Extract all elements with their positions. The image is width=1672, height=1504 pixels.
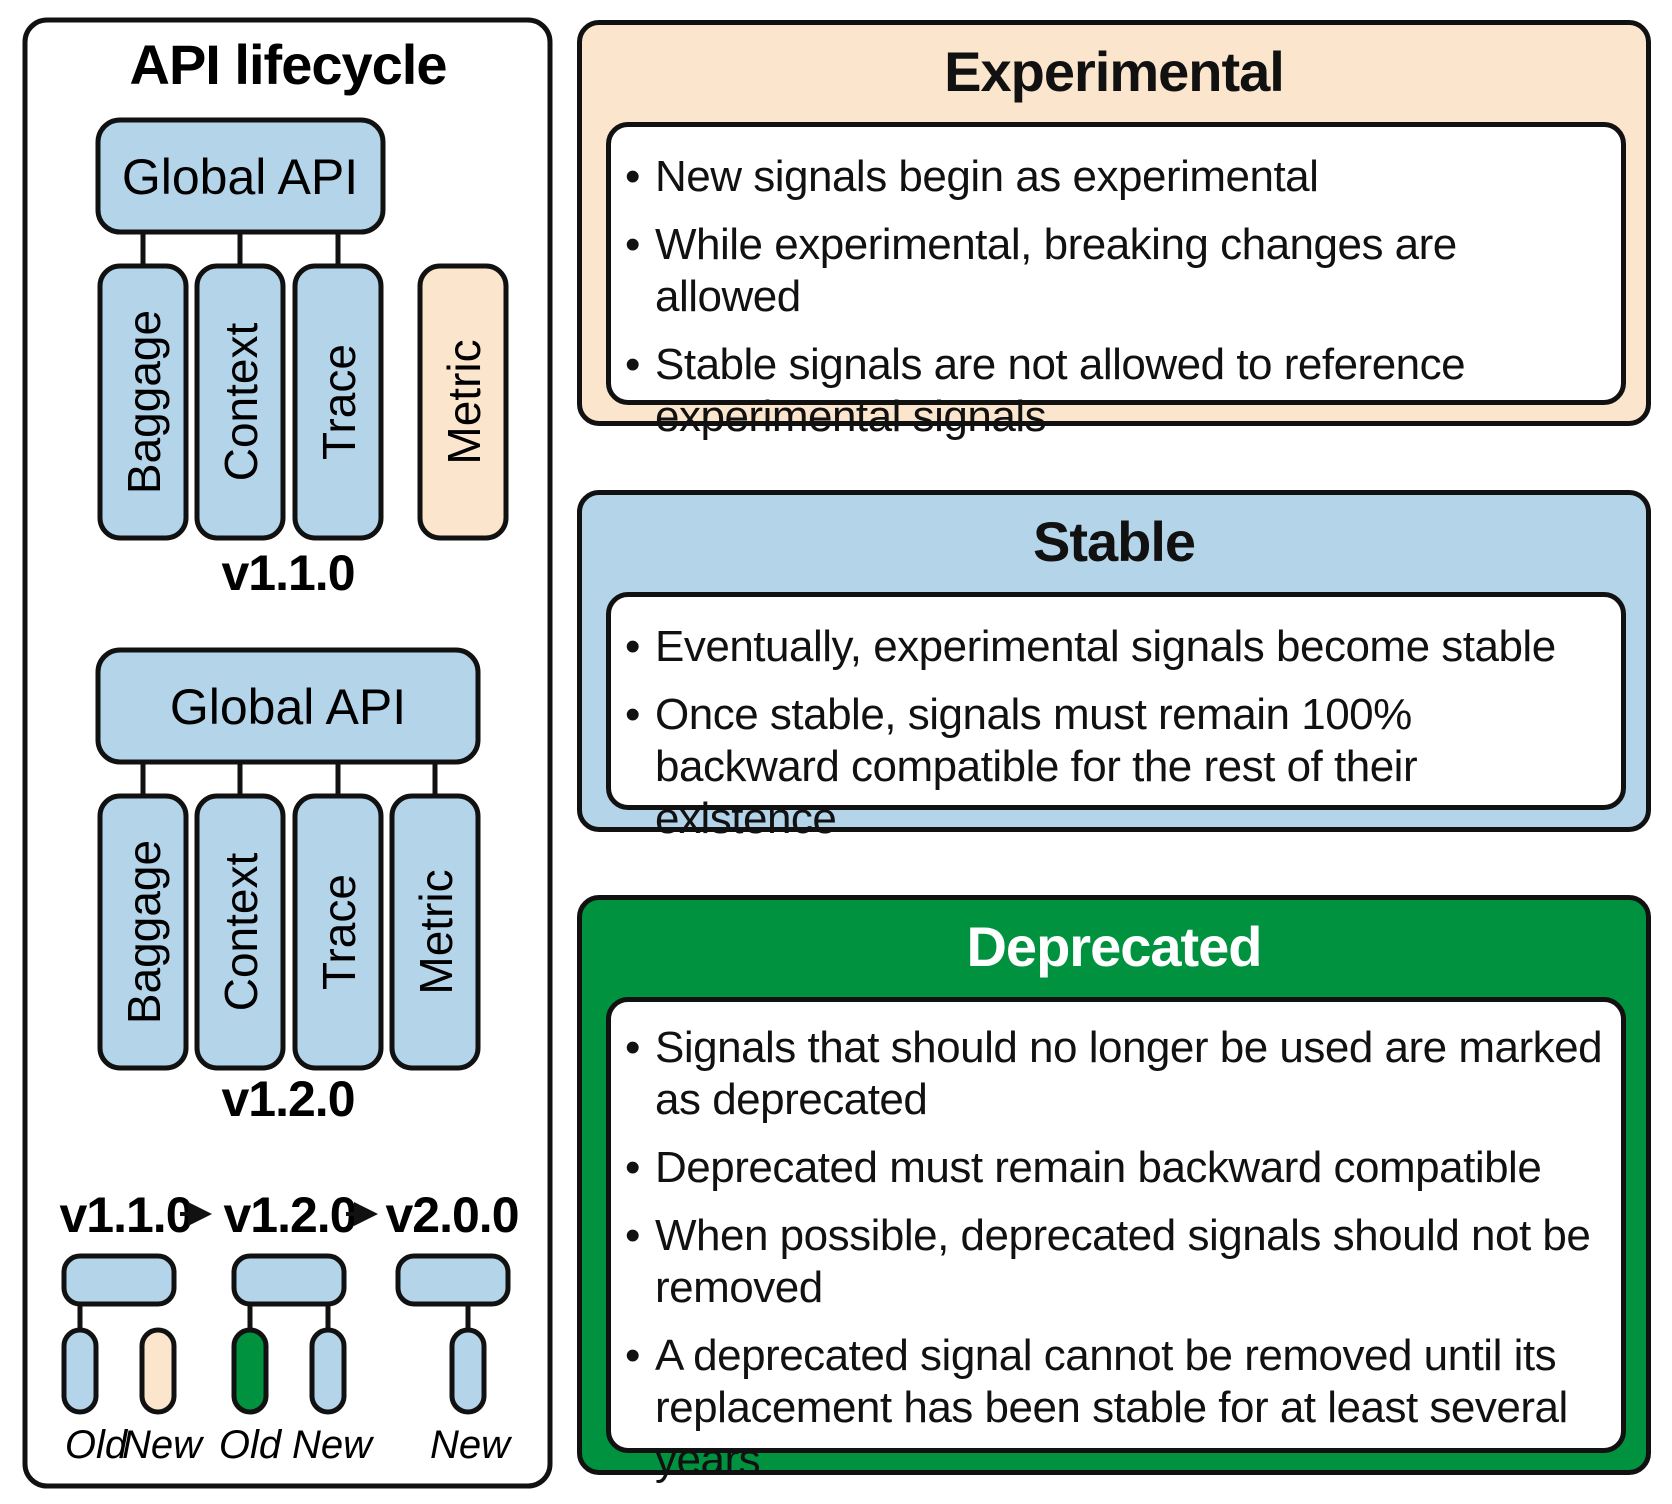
legend-new-signal-stable xyxy=(309,1327,347,1415)
legend-new-signal-experimental xyxy=(139,1327,177,1415)
stable-bullet-list: Eventually, experimental signals become … xyxy=(611,621,1601,845)
legend-version-v1-2-0: v1.2.0 xyxy=(223,1187,356,1243)
signal-label-metric: Metric xyxy=(438,339,490,464)
deprecated-details: Signals that should no longer be used ar… xyxy=(606,997,1626,1484)
global-api-box xyxy=(95,647,481,765)
signal-box-baggage xyxy=(97,263,189,541)
global-api-box xyxy=(95,117,386,235)
legend-label-new: New xyxy=(430,1423,513,1467)
signal-label-context: Context xyxy=(215,323,267,482)
legend-new-signal xyxy=(449,1327,487,1415)
stable-panel: Stable Eventually, experimental signals … xyxy=(577,490,1651,843)
deprecated-bullet: When possible, deprecated signals should… xyxy=(611,1210,1605,1314)
experimental-details: New signals begin as experimental While … xyxy=(606,122,1626,441)
legend-old-signal xyxy=(61,1327,99,1415)
signal-label-baggage: Baggage xyxy=(118,840,170,1024)
deprecated-bullet-list: Signals that should no longer be used ar… xyxy=(611,1022,1605,1486)
signal-box-metric-stable xyxy=(389,793,481,1071)
signal-label-context: Context xyxy=(215,853,267,1012)
lifecycle-title: API lifecycle xyxy=(130,33,447,96)
experimental-bullet: While experimental, breaking changes are… xyxy=(611,219,1601,323)
deprecated-panel: Deprecated Signals that should no longer… xyxy=(577,895,1651,1484)
version-group-v1-1-0: Global API Baggage Context Trace Metric … xyxy=(95,117,509,601)
signal-box-trace xyxy=(292,263,384,541)
version-label-v1-2-0: v1.2.0 xyxy=(221,1071,354,1127)
signal-label-trace: Trace xyxy=(313,344,365,460)
experimental-bullet-list: New signals begin as experimental While … xyxy=(611,151,1601,443)
signal-label-baggage: Baggage xyxy=(118,310,170,494)
signal-box-context xyxy=(194,793,286,1071)
signal-box-trace xyxy=(292,793,384,1071)
version-group-v1-2-0: Global API Baggage Context Trace Metric … xyxy=(95,647,481,1127)
deprecated-title: Deprecated xyxy=(966,915,1262,978)
experimental-title: Experimental xyxy=(944,40,1285,103)
legend-label-new: New xyxy=(122,1423,205,1467)
stable-title: Stable xyxy=(1032,510,1196,573)
experimental-bullet: New signals begin as experimental xyxy=(611,151,1601,203)
api-lifecycle-diagram: API lifecycle Global API Baggage Context… xyxy=(22,17,553,1489)
version-label-v1-1-0: v1.1.0 xyxy=(221,545,354,601)
experimental-bullet: Stable signals are not allowed to refere… xyxy=(611,339,1601,443)
stable-bullet: Eventually, experimental signals become … xyxy=(611,621,1601,673)
legend-label-old: Old xyxy=(65,1423,129,1467)
deprecated-bullet: A deprecated signal cannot be removed un… xyxy=(611,1330,1605,1486)
legend-label-new: New xyxy=(292,1423,375,1467)
signal-box-metric-experimental xyxy=(417,263,509,541)
stable-bullet: Once stable, signals must remain 100% ba… xyxy=(611,689,1601,845)
deprecated-bullet: Deprecated must remain backward compatib… xyxy=(611,1142,1605,1194)
signal-box-baggage xyxy=(97,793,189,1071)
global-api-label: Global API xyxy=(170,679,406,735)
signal-label-trace: Trace xyxy=(313,874,365,990)
legend-version-v1-1-0: v1.1.0 xyxy=(59,1187,192,1243)
signal-label-metric: Metric xyxy=(410,869,462,994)
legend-label-old: Old xyxy=(219,1423,283,1467)
stable-details: Eventually, experimental signals become … xyxy=(606,592,1626,843)
signal-box-context xyxy=(194,263,286,541)
deprecated-bullet: Signals that should no longer be used ar… xyxy=(611,1022,1605,1126)
version-progression-legend: v1.1.0 v1.2.0 v2.0.0 Old New Old New New xyxy=(59,1187,519,1467)
legend-old-signal-deprecated xyxy=(231,1327,269,1415)
experimental-panel: Experimental New signals begin as experi… xyxy=(577,20,1651,441)
global-api-label: Global API xyxy=(122,149,358,205)
legend-version-v2-0-0: v2.0.0 xyxy=(385,1187,518,1243)
